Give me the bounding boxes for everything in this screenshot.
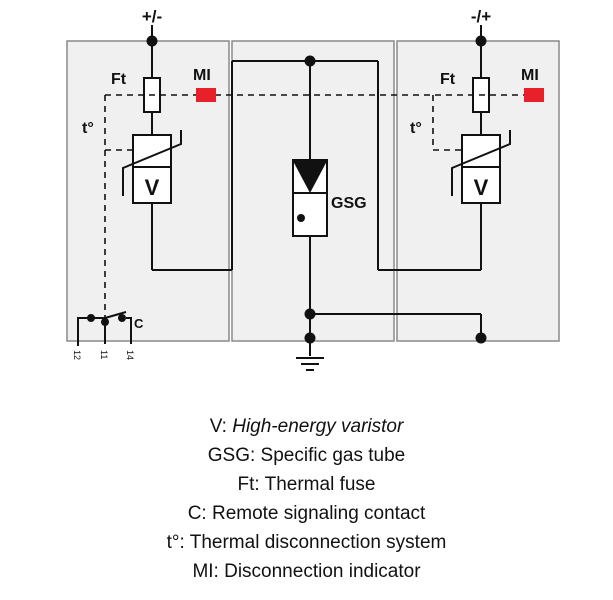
- legend-key: GSG:: [207, 445, 261, 466]
- contact-node-11: [101, 318, 109, 326]
- legend-def: High-energy varistor: [232, 416, 404, 437]
- left-chain: [122, 25, 310, 271]
- gas-tube-triangle: [293, 161, 327, 193]
- indicator-dashed-line: [104, 94, 535, 318]
- wiring-diagram: +/- -/+: [66, 7, 560, 371]
- legend-item-gas-tube: GSG: Specific gas tube: [0, 441, 613, 470]
- pin-11-label: 11: [99, 350, 109, 359]
- legend-key: Ft:: [237, 474, 265, 495]
- right-terminal-node: [475, 35, 487, 47]
- left-ft-label: Ft: [111, 71, 127, 88]
- gas-tube-label: GSG: [331, 195, 367, 212]
- left-indicator: [196, 88, 216, 102]
- legend: V: High-energy varistor GSG: Specific ga…: [0, 412, 613, 586]
- center-node-1: [304, 308, 316, 320]
- ground-icon: [296, 357, 324, 371]
- legend-def: Thermal fuse: [264, 474, 376, 495]
- left-thermal-label: t°: [82, 120, 94, 137]
- right-varistor-label: V: [474, 175, 489, 200]
- right-mi-label: MI: [521, 67, 539, 84]
- legend-item-varistor: V: High-energy varistor: [0, 412, 613, 441]
- left-varistor-label: V: [145, 175, 160, 200]
- right-chain: [310, 25, 511, 271]
- legend-def: Disconnection indicator: [224, 561, 421, 582]
- contact-label: C: [134, 316, 144, 331]
- legend-key: t°:: [166, 532, 190, 553]
- left-mi-label: MI: [193, 67, 211, 84]
- gas-tube-dot: [297, 214, 305, 222]
- terminal-right-label: -/+: [471, 7, 491, 26]
- legend-key: V:: [209, 416, 233, 437]
- right-ft-label: Ft: [440, 71, 456, 88]
- left-terminal-node: [146, 35, 158, 47]
- right-thermal-label: t°: [410, 120, 422, 137]
- legend-def: Thermal disconnection system: [189, 532, 447, 553]
- pin-12-label: 12: [72, 350, 82, 360]
- contact-node-12: [87, 314, 95, 322]
- contact-node-14: [118, 314, 126, 322]
- legend-item-thermal: t°: Thermal disconnection system: [0, 528, 613, 557]
- legend-item-indicator: MI: Disconnection indicator: [0, 557, 613, 586]
- legend-item-contact: C: Remote signaling contact: [0, 499, 613, 528]
- pin-14-label: 14: [125, 350, 135, 360]
- center-top-node: [304, 55, 316, 67]
- right-bottom-node: [475, 332, 487, 344]
- terminal-left-label: +/-: [142, 7, 162, 26]
- legend-item-thermal-fuse: Ft: Thermal fuse: [0, 470, 613, 499]
- legend-def: Remote signaling contact: [211, 503, 426, 524]
- legend-key: MI:: [192, 561, 225, 582]
- legend-def: Specific gas tube: [260, 445, 406, 466]
- center-node-2: [304, 332, 316, 344]
- right-indicator: [524, 88, 544, 102]
- legend-key: C:: [187, 503, 212, 524]
